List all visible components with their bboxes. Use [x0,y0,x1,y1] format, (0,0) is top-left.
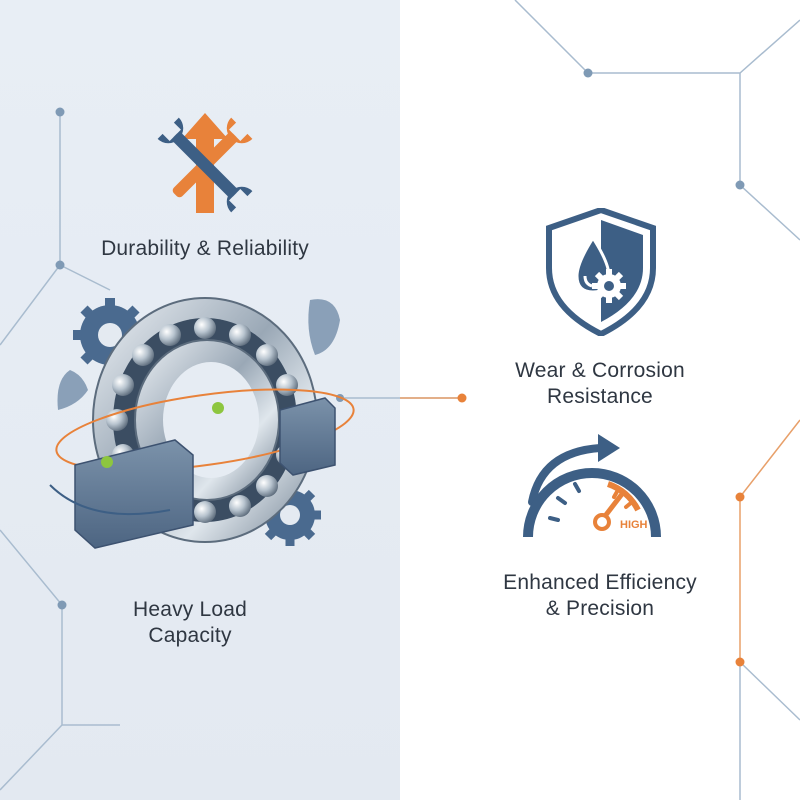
gauge-level-text: HIGH [620,519,648,531]
flexed-arm-icon [308,299,340,355]
wear-corrosion-resistance-label: Wear & Corrosion Resistance [480,358,720,410]
network-node [57,600,67,610]
durability-reliability-label: Durability & Reliability [60,236,350,262]
network-node [583,68,593,78]
network-line [739,661,800,721]
enhanced-efficiency-precision-label: Enhanced Efficiency & Precision [470,570,730,622]
network-node-orange [735,492,745,502]
network-line [514,0,800,74]
network-node [55,260,65,270]
network-line [739,73,800,241]
flexed-arm-icon [57,370,88,410]
network-line [59,264,111,291]
network-node-orange [735,657,745,667]
label-line: Resistance [547,385,653,408]
label-line: Capacity [148,624,232,647]
network-line [0,529,63,791]
bearing-illustration [49,297,355,549]
network-node [55,107,65,117]
label-line: Heavy Load [132,598,248,621]
network-node-orange [457,393,467,403]
label-line: Wear & Corrosion [515,359,685,382]
label-line: Enhanced Efficiency [503,571,697,594]
network-node [735,180,745,190]
shield-droplet-gear-icon [546,208,656,336]
label-line: Durability & Reliability [101,237,309,260]
network-line-orange [739,419,800,662]
wrench-arrow-icon [157,113,253,213]
speedometer-icon: HIGH [523,434,661,538]
label-line: & Precision [545,597,655,620]
load-block [279,397,336,476]
heavy-load-capacity-label: Heavy Load Capacity [90,597,290,649]
